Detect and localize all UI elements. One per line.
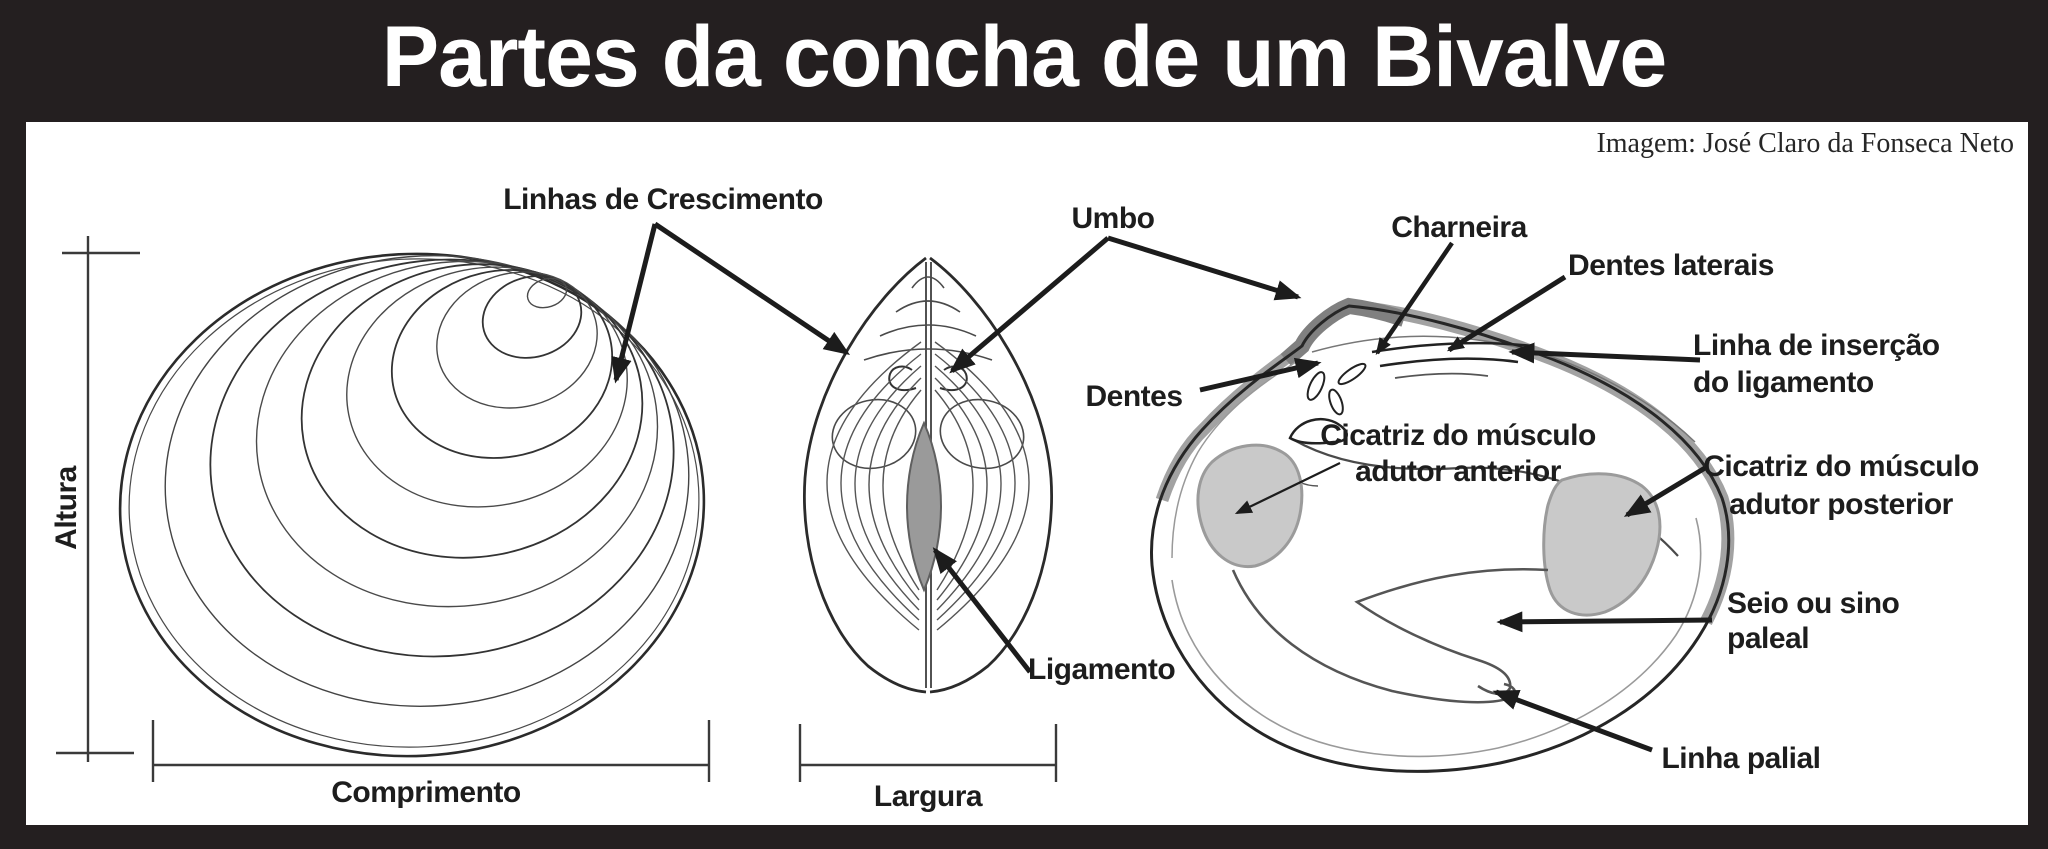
growth-line-ellipse: [481, 275, 583, 359]
label-linha-insercao-line2: do ligamento: [1693, 366, 1874, 399]
label-cicatriz-anterior: Cicatriz do músculo adutor anterior: [1320, 418, 1596, 490]
umbo-arrow-right: [1107, 235, 1302, 301]
dentes-laterais-arrow: [1446, 274, 1567, 353]
growth-line-ellipse: [164, 255, 690, 707]
label-cicatriz-anterior-line2: adutor anterior: [1355, 455, 1561, 488]
growth-line-ellipse: [390, 269, 614, 459]
label-linha-palial: Linha palial: [1661, 742, 1821, 775]
growth-arc: [826, 341, 922, 631]
pallial-line: [1231, 569, 1517, 704]
growth-line-ellipse: [436, 271, 598, 409]
growth-line-ellipse: [255, 260, 659, 608]
growth-arc: [882, 389, 922, 591]
valve-outline-left: [803, 256, 927, 694]
posterior-adductor-scar: [1542, 472, 1662, 617]
comprimento-dimension: [151, 720, 711, 782]
altura-dimension: [56, 236, 140, 762]
linha-palial-arrow: [1492, 689, 1653, 753]
growth-arc: [934, 377, 988, 601]
cardinal-tooth-curl: [1288, 418, 1348, 445]
label-linha-insercao-line1: Linha de inserção: [1693, 329, 1940, 362]
credit-line: Imagem: José Claro da Fonseca Neto: [1596, 128, 2014, 159]
label-umbo: Umbo: [1071, 202, 1156, 235]
growth-arc: [863, 348, 993, 361]
annotation-arrows: [611, 221, 1713, 753]
label-altura: Altura: [50, 466, 83, 550]
dentes-arrow: [1199, 357, 1322, 393]
umbo-loop-right: [939, 398, 1025, 470]
cardinal-tooth: [1306, 371, 1326, 401]
growth-arc: [934, 353, 1016, 621]
label-dentes-laterais: Dentes laterais: [1568, 249, 1774, 282]
label-seio-paleal: Seio ou sino paleal: [1727, 586, 1900, 656]
cardinal-tooth: [1328, 388, 1344, 416]
growth-arc: [868, 377, 922, 601]
label-cicatriz-posterior-line1: Cicatriz do músculo: [1703, 450, 1979, 483]
umbo-dark-band: [1280, 297, 1407, 366]
shell-margin-double-line: [128, 258, 700, 748]
valve-outline-right: [929, 256, 1053, 694]
growth-arc: [934, 341, 1030, 631]
label-linha-insercao: Linha de inserção do ligamento: [1693, 327, 1940, 401]
label-cicatriz-anterior-line1: Cicatriz do músculo: [1320, 419, 1596, 452]
label-ligamento: Ligamento: [1028, 653, 1176, 686]
growth-arc: [840, 353, 922, 621]
label-linhas-de-crescimento: Linhas de Crescimento: [503, 183, 823, 216]
inner-ventral-margin-line: [1171, 517, 1702, 758]
growth-arc: [934, 365, 1002, 611]
growth-line-ellipse: [209, 258, 675, 658]
linhas-crescimento-arrow-right: [653, 221, 851, 356]
middle-shell-dorsal-view: [803, 256, 1053, 694]
figure-title: Partes da concha de um Bivalve: [381, 8, 1667, 105]
linhas-crescimento-arrow-left: [611, 223, 658, 384]
growth-arc: [895, 300, 961, 313]
ligamento-arrow: [932, 547, 1032, 674]
cicatriz-anterior-pointer: [1234, 462, 1341, 515]
ligament-shape: [905, 420, 943, 593]
label-dentes: Dentes: [1085, 380, 1183, 413]
left-shell-lateral-view: [118, 252, 706, 758]
seio-paleal-arrow: [1496, 611, 1713, 633]
label-seio-paleal-line1: Seio ou sino: [1727, 587, 1900, 620]
growth-line-ellipse: [526, 277, 568, 309]
lateral-teeth-line: [1379, 357, 1519, 368]
label-comprimento: Comprimento: [331, 776, 521, 809]
shell-outline: [118, 252, 706, 758]
growth-arc: [911, 276, 945, 289]
label-cicatriz-posterior: Cicatriz do músculo adutor posterior: [1703, 448, 1979, 524]
charneira-pointer: [1375, 241, 1454, 355]
umbo-arrow-left: [949, 236, 1110, 374]
lateral-teeth-line: [1394, 372, 1489, 379]
cicatriz-posterior-arrow: [1623, 465, 1707, 518]
growth-line-ellipse: [346, 266, 628, 508]
growth-arc: [854, 365, 922, 611]
pallial-sinus: [1354, 567, 1549, 696]
shell-outline: [1149, 304, 1731, 773]
linha-insercao-arrow: [1508, 342, 1701, 364]
growth-line-ellipse: [300, 263, 644, 559]
umbo-loop-left: [831, 398, 917, 470]
right-shell-interior-view: [1149, 297, 1735, 773]
label-cicatriz-posterior-line2: adutor posterior: [1729, 488, 1953, 521]
growth-arc: [879, 324, 977, 337]
largura-dimension: [798, 724, 1058, 782]
title-bar: Partes da concha de um Bivalve: [0, 0, 2048, 122]
cardinal-tooth: [1337, 362, 1367, 386]
label-charneira: Charneira: [1391, 211, 1527, 244]
inner-anterior-margin-line: [1171, 361, 1297, 559]
label-largura: Largura: [873, 780, 983, 813]
label-seio-paleal-line2: paleal: [1727, 622, 1810, 655]
